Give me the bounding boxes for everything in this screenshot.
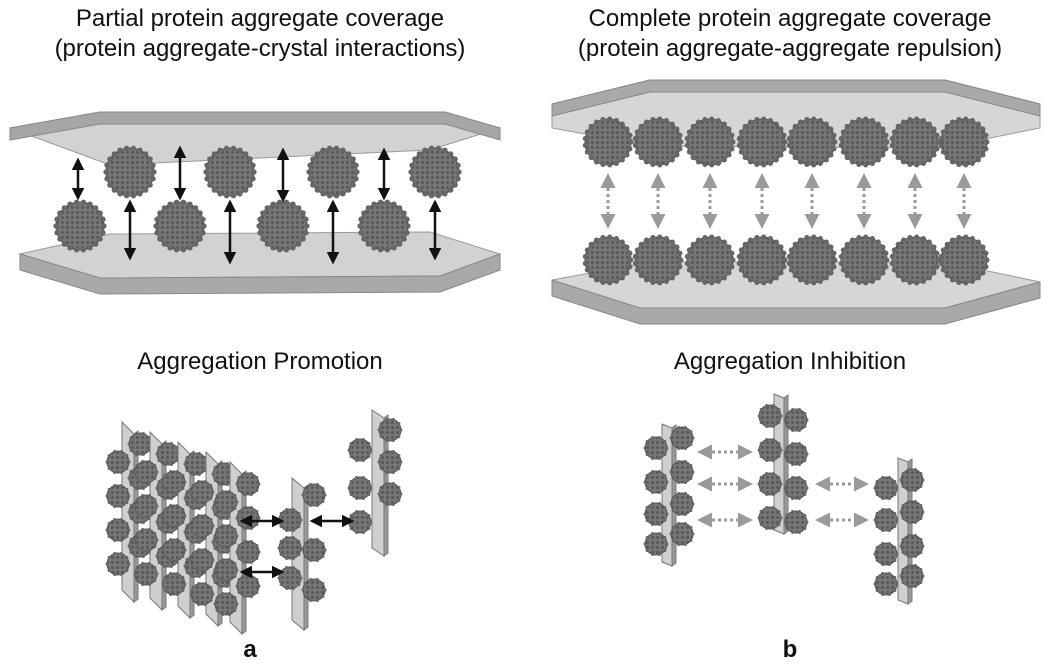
protein-aggregate (873, 542, 899, 566)
protein-aggregate (684, 234, 736, 286)
protein-aggregate (643, 470, 669, 494)
protein-aggregate (105, 450, 131, 474)
protein-aggregate (408, 145, 462, 199)
protein-aggregate (235, 574, 261, 598)
protein-aggregate (582, 234, 634, 286)
protein-aggregate (347, 438, 373, 462)
protein-aggregate (53, 199, 107, 253)
protein-aggregate (783, 510, 809, 534)
panel-b-heading: Complete protein aggregate coverage (pro… (530, 4, 1050, 64)
protein-aggregate (357, 199, 411, 253)
protein-aggregate (213, 524, 239, 548)
protein-aggregate (105, 484, 131, 508)
protein-aggregate (301, 538, 327, 562)
protein-aggregate (377, 450, 403, 474)
protein-aggregate (783, 408, 809, 432)
protein-aggregate (306, 145, 360, 199)
protein-aggregate (757, 404, 783, 428)
protein-aggregate (643, 502, 669, 526)
panel-a-heading-line2: (protein aggregate-crystal interactions) (54, 35, 466, 62)
protein-aggregate (783, 442, 809, 466)
panel-b-heading-line2: (protein aggregate-aggregate repulsion) (577, 35, 1003, 62)
panel-a-aggregates (53, 145, 462, 253)
protein-aggregate (161, 504, 187, 528)
protein-aggregate (873, 508, 899, 532)
protein-aggregate (153, 199, 207, 253)
protein-aggregate (632, 234, 684, 286)
panel-b-aggregates (582, 116, 990, 286)
protein-aggregate (757, 438, 783, 462)
protein-aggregate (189, 548, 215, 572)
panel-a-attraction-arrows (71, 145, 442, 265)
protein-aggregate (938, 116, 990, 168)
protein-aggregate (105, 518, 131, 542)
protein-aggregate (189, 480, 215, 504)
panel-b-subheading: Aggregation Inhibition (673, 348, 907, 375)
protein-aggregate (938, 234, 990, 286)
protein-aggregate (873, 476, 899, 500)
panel-b-heading-line1: Complete protein aggregate coverage (588, 5, 992, 32)
protein-aggregate (669, 426, 695, 450)
protein-aggregate (786, 116, 838, 168)
protein-aggregate (133, 460, 159, 484)
panel-b-dispersed-crystals (643, 393, 925, 605)
protein-aggregate (889, 116, 941, 168)
protein-aggregate (838, 234, 890, 286)
protein-aggregate (301, 483, 327, 507)
protein-aggregate (161, 538, 187, 562)
protein-aggregate (301, 578, 327, 602)
protein-aggregate (582, 116, 634, 168)
protein-aggregate (213, 490, 239, 514)
panel-b-repulsion-arrows (600, 173, 972, 229)
protein-aggregate (669, 492, 695, 516)
panel-a-label: a (243, 636, 257, 663)
protein-aggregate (277, 536, 303, 560)
protein-aggregate (669, 522, 695, 546)
protein-aggregate (684, 116, 736, 168)
protein-aggregate (757, 506, 783, 530)
protein-aggregate (757, 472, 783, 496)
protein-aggregate (347, 476, 373, 500)
panel-a-heading-line1: Partial protein aggregate coverage (75, 5, 445, 32)
protein-aggregate (256, 199, 310, 253)
protein-aggregate (377, 418, 403, 442)
protein-aggregate (133, 494, 159, 518)
protein-aggregate (213, 592, 239, 616)
protein-aggregate (786, 234, 838, 286)
protein-aggregate (203, 145, 257, 199)
protein-aggregate (103, 145, 157, 199)
protein-aggregate (889, 234, 941, 286)
protein-aggregate (736, 116, 788, 168)
protein-aggregate (189, 582, 215, 606)
protein-aggregate (235, 472, 261, 496)
protein-aggregate (643, 436, 669, 460)
protein-aggregate (161, 572, 187, 596)
protein-aggregate (189, 514, 215, 538)
protein-aggregate (838, 116, 890, 168)
protein-aggregate (235, 540, 261, 564)
panel-b-label: b (782, 636, 798, 663)
protein-aggregate (213, 558, 239, 582)
protein-aggregate (899, 468, 925, 492)
panel-a-aggregated-crystals (105, 409, 403, 636)
protein-aggregate (783, 476, 809, 500)
protein-aggregate (133, 528, 159, 552)
protein-aggregate (736, 234, 788, 286)
panel-a-heading: Partial protein aggregate coverage (prot… (0, 4, 520, 64)
protein-aggregate (632, 116, 684, 168)
protein-aggregate (669, 460, 695, 484)
protein-aggregate (899, 500, 925, 524)
protein-aggregate (161, 470, 187, 494)
protein-aggregate (899, 534, 925, 558)
protein-aggregate (105, 552, 131, 576)
protein-aggregate (133, 562, 159, 586)
protein-aggregate (873, 572, 899, 596)
protein-aggregate (643, 532, 669, 556)
panel-a-subheading: Aggregation Promotion (137, 348, 383, 375)
protein-aggregate (899, 564, 925, 588)
protein-aggregate (377, 482, 403, 506)
